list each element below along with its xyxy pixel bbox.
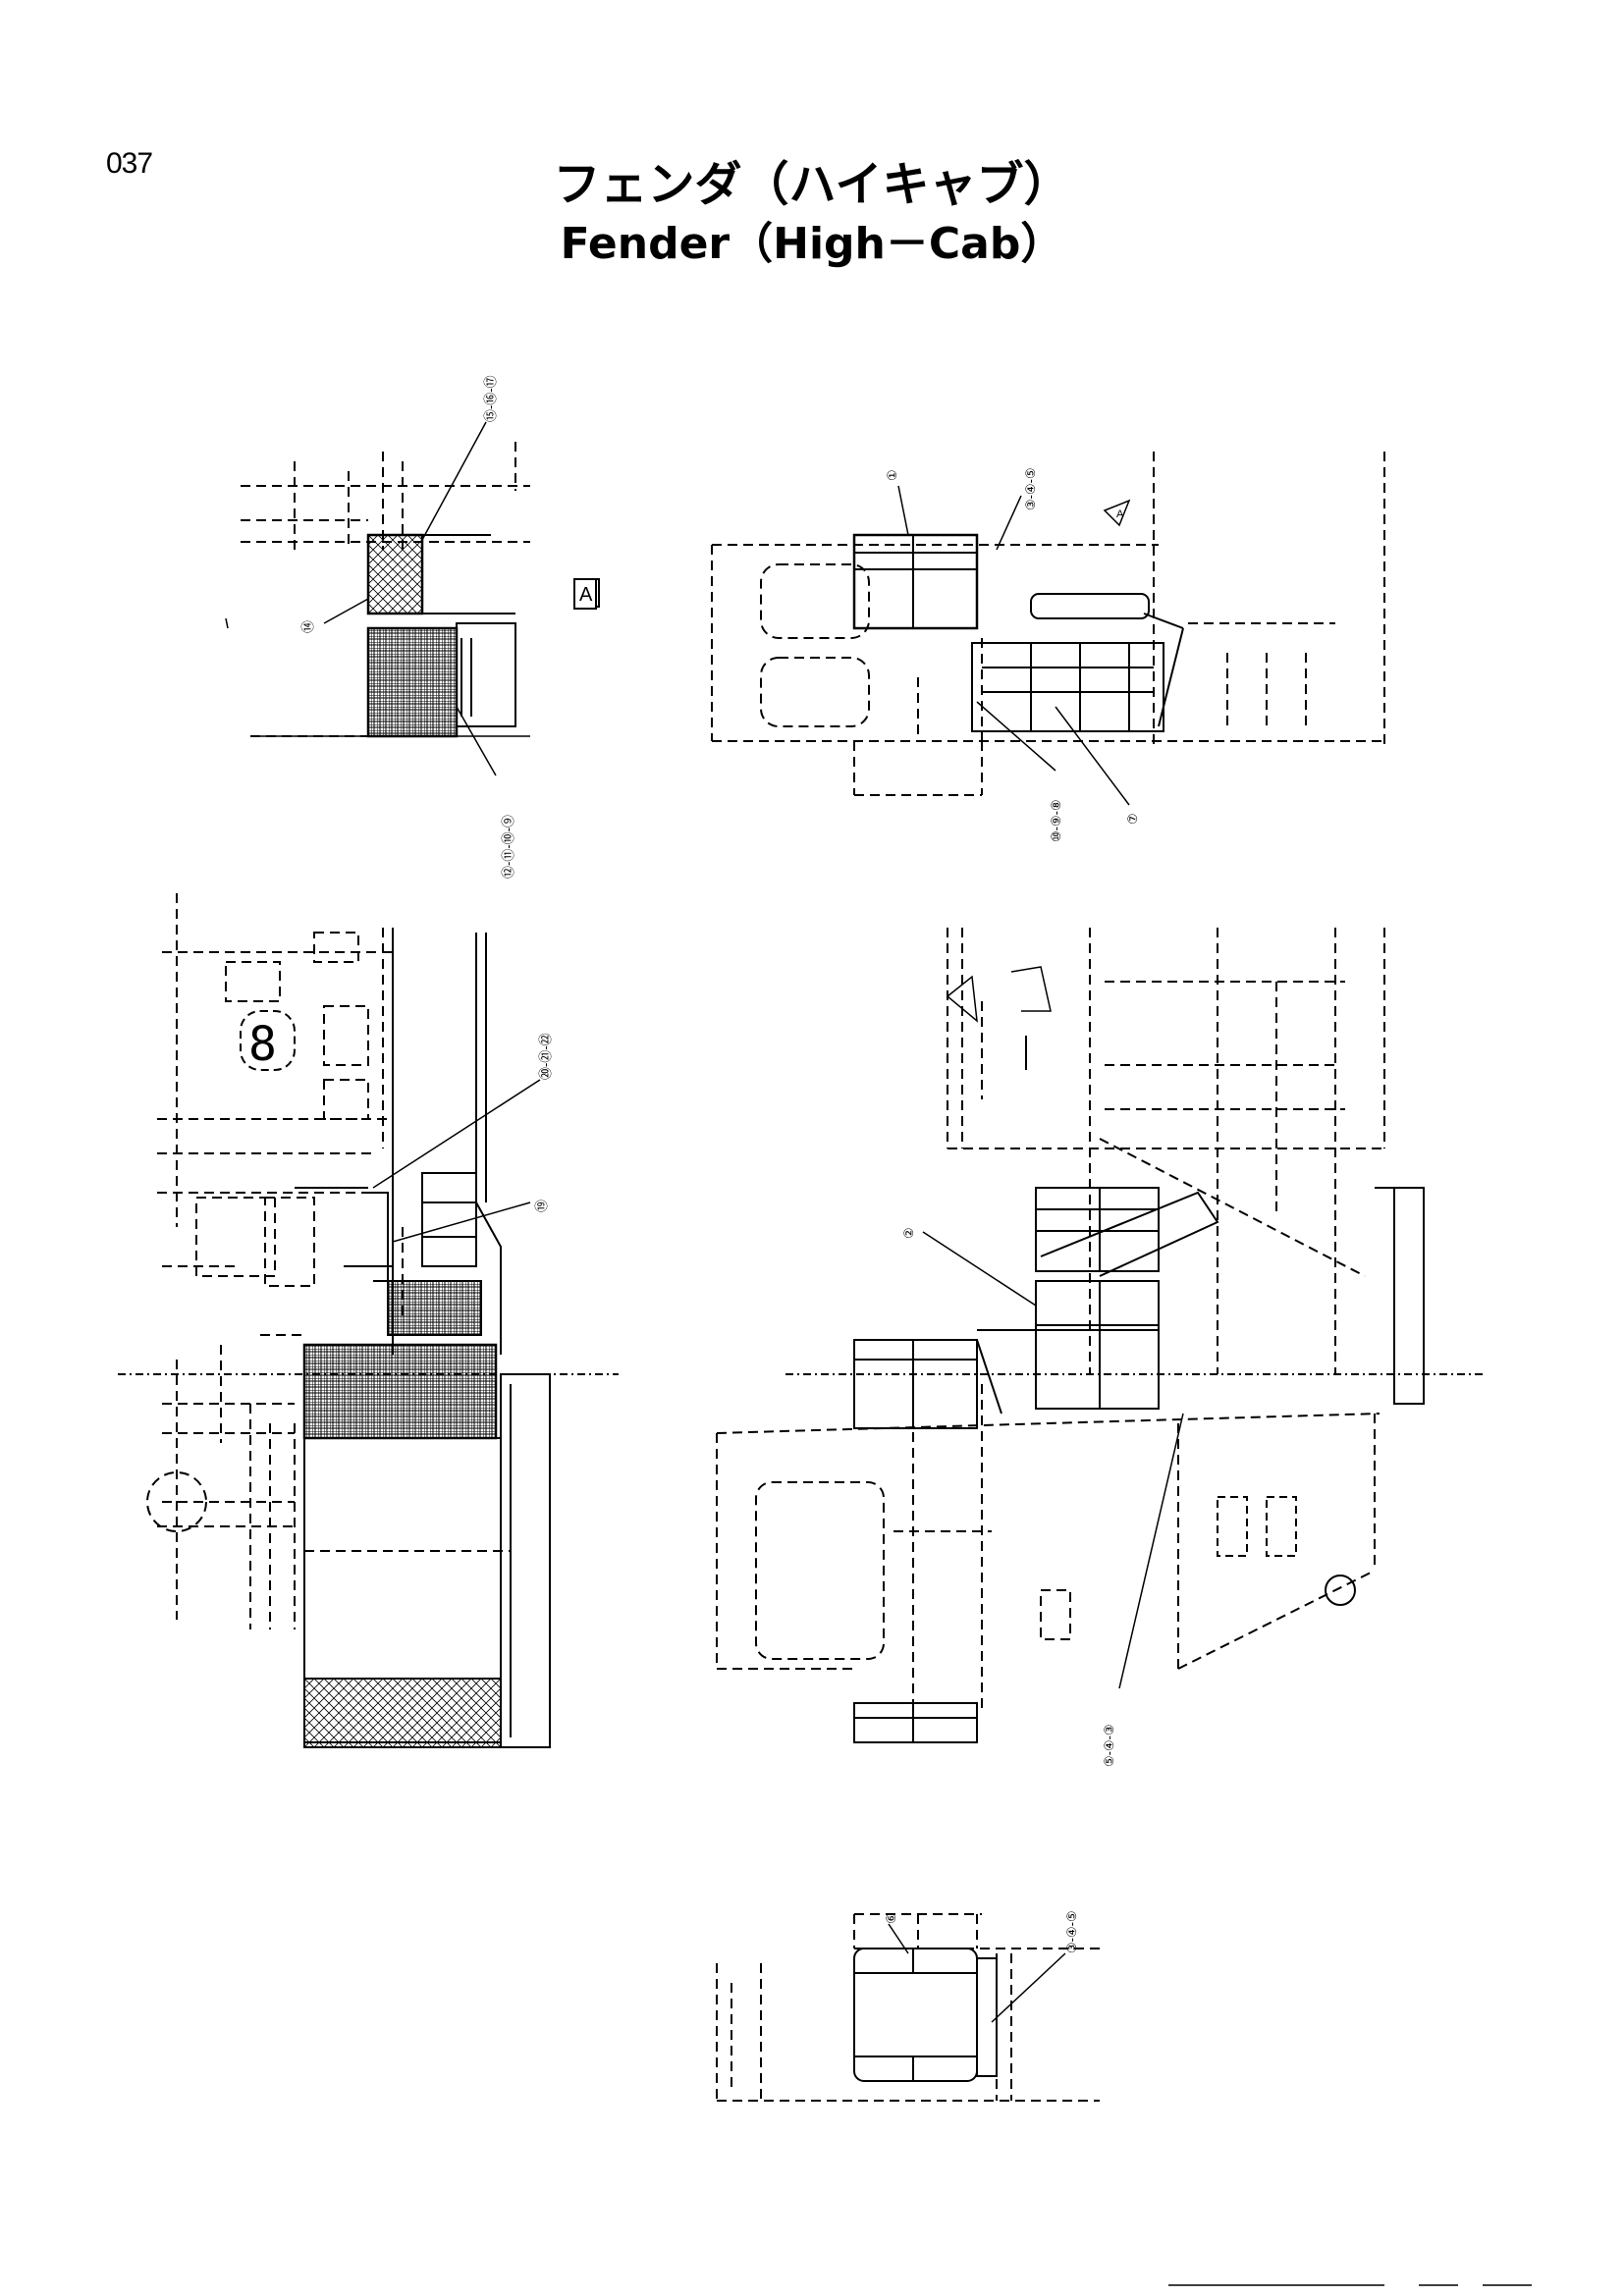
view-marker-a-label: A — [579, 584, 593, 606]
callout-03-04-05-bottom: ③-④-⑤ — [1064, 1910, 1079, 1953]
callout-15-16-17: ⑮-⑯-⑰ — [483, 375, 498, 422]
view-middle-right — [716, 928, 1483, 1743]
page-number: 037 — [106, 147, 153, 180]
callout-12-11-10-09: ⑫-⑪-⑩-⑨ — [501, 815, 515, 879]
callout-07: ⑦ — [1125, 813, 1140, 825]
title-japanese: フェンダ（ハイキャブ） — [553, 157, 1071, 212]
callout-20-21-22: ⑳-㉑-㉒ — [538, 1033, 553, 1080]
view-top-right: A — [711, 452, 1385, 796]
title-english: Fender（High－Cab） — [560, 219, 1064, 269]
callout-03-04-05-top: ③-④-⑤ — [1023, 467, 1038, 510]
view-a-arrow-label: A — [1116, 508, 1124, 520]
svg-text:8: 8 — [248, 1017, 277, 1072]
callout-14: ⑭ — [300, 620, 315, 633]
callout-01-top: ① — [885, 469, 899, 481]
view-middle-left: 8 — [118, 893, 619, 1748]
view-bottom — [716, 1913, 1532, 2286]
callout-06: ⑥ — [884, 1912, 898, 1924]
view-top-left — [225, 442, 600, 738]
view-marker-a: A — [573, 578, 597, 610]
callout-10-09-08: ⑩-⑨-⑧ — [1049, 799, 1063, 842]
callout-02: ② — [901, 1227, 916, 1239]
callout-05-04-03: ⑤-④-③ — [1102, 1724, 1116, 1767]
callout-19: ⑲ — [534, 1200, 549, 1212]
